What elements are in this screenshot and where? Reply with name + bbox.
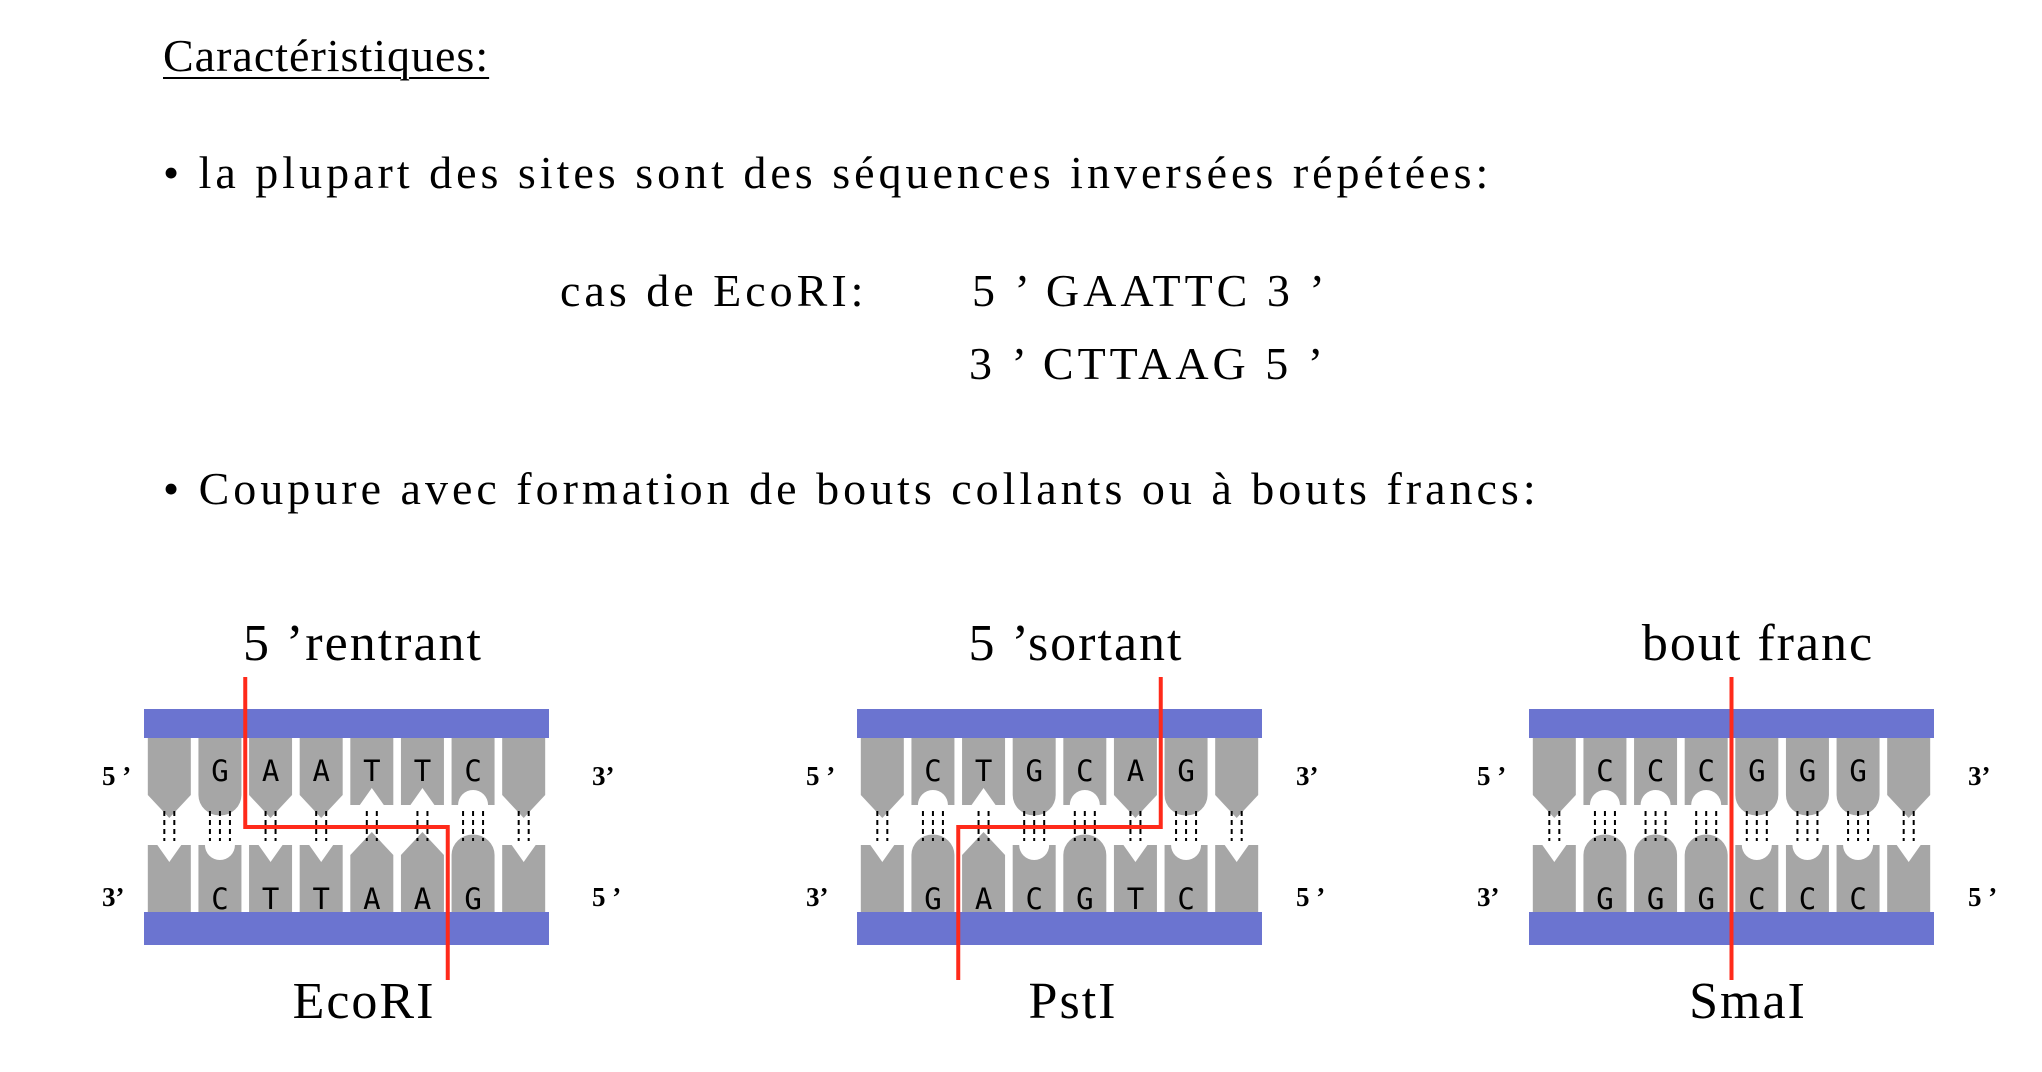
base-block-bottom bbox=[1583, 834, 1627, 912]
base-block-top bbox=[1785, 738, 1829, 816]
example-label: cas de EcoRI: bbox=[560, 265, 868, 316]
base-block-bottom bbox=[1634, 834, 1678, 912]
cut-line bbox=[243, 677, 450, 980]
base-block-bottom bbox=[1735, 845, 1779, 912]
base-block-top bbox=[400, 738, 444, 805]
base-block-bottom bbox=[249, 845, 293, 912]
label-top-left: 5 ’ bbox=[806, 761, 835, 791]
base-block-top bbox=[198, 738, 242, 816]
base-block-top bbox=[1164, 738, 1208, 816]
base-block-top bbox=[1684, 738, 1728, 805]
base-block-bottom bbox=[860, 845, 904, 912]
cut-type-label: bout franc bbox=[1642, 615, 1874, 672]
base-block-bottom bbox=[1113, 845, 1157, 912]
backbone-top bbox=[857, 709, 1262, 738]
base-block-bottom bbox=[1887, 845, 1931, 912]
base-block-top bbox=[1215, 738, 1259, 818]
label-bottom-left: 3’ bbox=[1477, 882, 1500, 912]
base-block-bottom bbox=[1836, 845, 1880, 912]
base-block-top bbox=[1887, 738, 1931, 818]
base-block-bottom bbox=[1532, 845, 1576, 912]
base-block-bottom bbox=[1012, 845, 1056, 912]
label-bottom-right: 5 ’ bbox=[592, 882, 621, 912]
backbone-bottom bbox=[857, 912, 1262, 945]
enzyme-name: SmaI bbox=[1689, 973, 1807, 1030]
base-block-bottom bbox=[1164, 845, 1208, 912]
cut-line bbox=[956, 677, 1163, 980]
base-block-bottom bbox=[962, 832, 1006, 912]
label-bottom-right: 5 ’ bbox=[1968, 882, 1997, 912]
base-block-top bbox=[1113, 738, 1157, 818]
backbone-bottom bbox=[144, 912, 549, 945]
example-bottom-strand: 3 ’ CTTAAG 5 ’ bbox=[969, 338, 1328, 389]
label-bottom-left: 3’ bbox=[806, 882, 829, 912]
base-block-bottom bbox=[299, 845, 343, 912]
base-block-top bbox=[350, 738, 394, 805]
label-bottom-right: 5 ’ bbox=[1296, 882, 1325, 912]
base-block-bottom bbox=[502, 845, 546, 912]
base-block-top bbox=[1735, 738, 1779, 816]
base-block-bottom bbox=[350, 832, 394, 912]
base-block-bottom bbox=[198, 845, 242, 912]
cut-type-label: 5 ’rentrant bbox=[243, 615, 483, 672]
label-top-right: 3’ bbox=[1968, 761, 1991, 791]
cut-type-label: 5 ’sortant bbox=[969, 615, 1184, 672]
base-block-bottom bbox=[1215, 845, 1259, 912]
bullet-cut-types: • Coupure avec formation de bouts collan… bbox=[163, 463, 1540, 514]
base-block-bottom bbox=[911, 834, 955, 912]
base-block-bottom bbox=[1063, 834, 1107, 912]
label-top-left: 5 ’ bbox=[102, 761, 131, 791]
label-top-right: 3’ bbox=[592, 761, 615, 791]
base-block-top bbox=[1063, 738, 1107, 805]
example-top-strand: 5 ’ GAATTC 3 ’ bbox=[972, 265, 1329, 316]
enzyme-name: EcoRI bbox=[293, 973, 436, 1030]
base-block-top bbox=[1012, 738, 1056, 816]
section-title: Caractéristiques: bbox=[163, 30, 490, 81]
base-block-top bbox=[502, 738, 546, 818]
base-block-top bbox=[451, 738, 495, 805]
base-block-top bbox=[962, 738, 1006, 805]
base-block-bottom bbox=[400, 832, 444, 912]
base-block-top bbox=[299, 738, 343, 818]
base-block-top bbox=[860, 738, 904, 818]
base-block-top bbox=[249, 738, 293, 818]
base-block-top bbox=[1836, 738, 1880, 816]
bullet-inverted-repeats: • la plupart des sites sont des séquence… bbox=[163, 147, 1493, 198]
label-top-left: 5 ’ bbox=[1477, 761, 1506, 791]
base-block-top bbox=[147, 738, 191, 818]
base-block-bottom bbox=[1785, 845, 1829, 912]
base-block-bottom bbox=[1684, 834, 1728, 912]
base-block-top bbox=[1532, 738, 1576, 818]
enzyme-name: PstI bbox=[1029, 973, 1118, 1030]
base-block-top bbox=[1634, 738, 1678, 805]
base-block-top bbox=[911, 738, 955, 805]
base-block-top bbox=[1583, 738, 1627, 805]
label-bottom-left: 3’ bbox=[102, 882, 125, 912]
base-block-bottom bbox=[147, 845, 191, 912]
base-block-bottom bbox=[451, 834, 495, 912]
backbone-top bbox=[144, 709, 549, 738]
label-top-right: 3’ bbox=[1296, 761, 1319, 791]
